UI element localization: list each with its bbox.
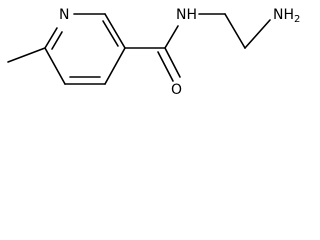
atom-labels: N NH O NH2: [59, 7, 300, 98]
bond-c3-c4: [104, 47, 126, 85]
atom-ring-nitrogen: N: [59, 7, 69, 23]
bonds: [7, 13, 271, 85]
bond-ch2-nh2: [244, 19, 271, 49]
bond-methyl: [7, 47, 46, 63]
bond-double-c6-n1: [51, 31, 63, 50]
atom-terminal-amine: NH2: [273, 7, 300, 25]
bond-double-c2-c3: [102, 20, 119, 47]
atom-terminal-amine-main: NH: [273, 7, 294, 23]
chemical-structure: N NH O NH2: [7, 7, 300, 98]
bond-ch2-ch2: [224, 13, 246, 49]
bond-c5-c6: [44, 47, 66, 85]
bond-carbonyl-nh: [164, 25, 179, 49]
bond-carbonyl-o-double: [157, 51, 174, 82]
atom-amide-nh: NH: [176, 7, 197, 23]
atom-terminal-amine-subscript: 2: [294, 14, 300, 25]
bond-c6-n1: [44, 27, 58, 49]
bond-c2-c3: [104, 13, 126, 49]
bond-carbonyl-o: [164, 47, 181, 78]
atom-carbonyl-oxygen: O: [171, 82, 182, 98]
